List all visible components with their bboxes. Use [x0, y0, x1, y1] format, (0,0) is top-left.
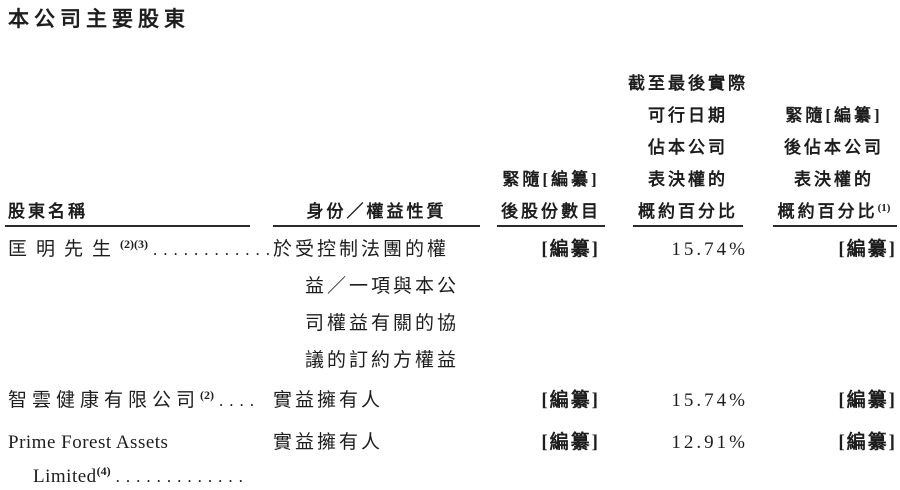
identity-line: 司權益有關的協 [305, 313, 460, 334]
header-line: 身份／權益性質 [306, 202, 447, 221]
header-line: 緊隨[編纂] [785, 106, 883, 125]
shareholder-name: 匡明先生(2)(3)............ [8, 237, 276, 263]
shareholder-name-continued: Limited(4)............. [33, 464, 249, 490]
identity-line: 議的訂約方權益 [305, 350, 460, 371]
identity-cell: 實益擁有人 [273, 389, 383, 426]
page-title: 本公司主要股東 [8, 7, 190, 31]
header-text: 概約百分比 [777, 202, 878, 221]
header-rule-identity-col [273, 225, 480, 227]
header-line: 表決權的 [794, 170, 874, 189]
shareholder-name: Prime Forest Assets [8, 432, 169, 453]
header-rule-pct-after-col [773, 225, 897, 227]
identity-cell: 實益擁有人 [273, 431, 383, 468]
header-line: 概約百分比(1) [764, 196, 900, 230]
shareholder-name-text: 智雲健康有限公司 [8, 390, 201, 411]
identity-line: 實益擁有人 [273, 432, 384, 453]
note-reference: (2) [200, 388, 215, 402]
header-rule-pct-latest-col [633, 225, 743, 227]
header-line: 佔本公司 [648, 138, 728, 157]
header-line: 表決權的 [648, 170, 728, 189]
shareholder-name: 智雲健康有限公司(2).... [8, 388, 261, 414]
pct-latest-value: 15.74% [671, 390, 748, 411]
identity-line: 益／一項與本公 [305, 276, 460, 297]
header-line: 截至最後實際 [628, 74, 748, 93]
col-header-shares-after: 緊隨[編纂] 後股份數目 [494, 164, 608, 228]
dot-leader: .... [219, 391, 261, 410]
col-header-pct-after: 緊隨[編纂] 後佔本公司 表決權的 概約百分比(1) [764, 100, 900, 230]
identity-line: 實益擁有人 [273, 390, 384, 411]
pct-latest-value: 12.91% [671, 432, 748, 453]
note-reference: (4) [96, 464, 111, 478]
header-line: 後股份數目 [501, 202, 601, 221]
dot-leader: ............. [115, 467, 249, 486]
col-header-identity-nature: 身份／權益性質 [273, 196, 480, 228]
header-line: 後佔本公司 [784, 138, 884, 157]
dot-leader: ............ [153, 240, 276, 259]
col-header-shareholder-name: 股東名稱 [8, 196, 253, 228]
shares-value: [編纂] [541, 432, 600, 453]
note-reference: (2)(3) [120, 237, 148, 251]
shareholder-name-text: Limited [33, 466, 97, 487]
header-line: 緊隨[編纂] [502, 170, 600, 189]
header-line: 可行日期 [648, 106, 728, 125]
shareholder-name-text: 匡明先生 [8, 239, 121, 260]
pct-after-value: [編纂] [838, 390, 897, 411]
header-rule-name-col [5, 225, 250, 227]
note-reference: (1) [877, 202, 891, 214]
shares-value: [編纂] [541, 390, 600, 411]
shares-value: [編纂] [541, 239, 600, 260]
identity-line: 於受控制法團的權 [273, 239, 450, 260]
header-line: 股東名稱 [8, 202, 88, 221]
pct-latest-value: 15.74% [671, 239, 748, 260]
col-header-pct-latest-practicable-date: 截至最後實際 可行日期 佔本公司 表決權的 概約百分比 [626, 68, 750, 228]
header-line: 概約百分比 [638, 202, 738, 221]
pct-after-value: [編纂] [838, 239, 897, 260]
identity-cell: 於受控制法團的權 益／一項與本公 司權益有關的協 議的訂約方權益 [273, 238, 459, 386]
header-rule-shares-col [497, 225, 605, 227]
pct-after-value: [編纂] [838, 432, 897, 453]
